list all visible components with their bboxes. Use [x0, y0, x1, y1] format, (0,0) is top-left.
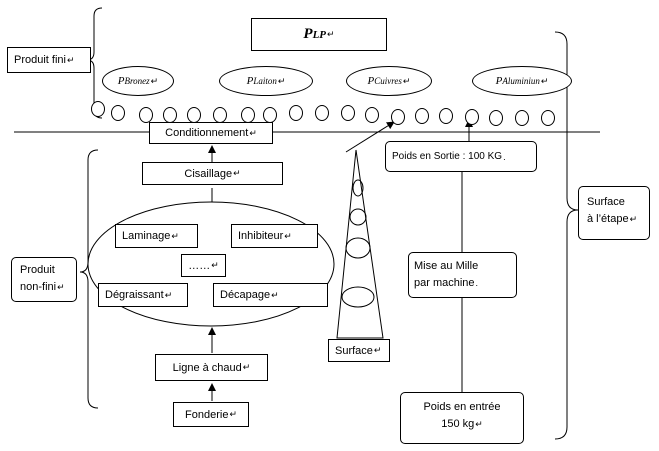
- degraissant-box: Dégraissant↵: [98, 283, 188, 307]
- process-group-ellipse: [87, 201, 335, 327]
- product-symbol: P: [246, 75, 254, 87]
- surface-cone: [336, 149, 384, 339]
- fonderie-box: Fonderie↵: [173, 402, 249, 427]
- product-symbol: P: [117, 75, 125, 87]
- flow-circle: [415, 108, 429, 124]
- produit-non-fini-label: Produit non-fini↵: [11, 257, 77, 302]
- cone-ring: [349, 208, 367, 226]
- flow-circle: [465, 109, 479, 125]
- flow-circle: [515, 110, 529, 126]
- cone-ring: [345, 237, 371, 259]
- mise-au-mille-box: Mise au Mille par machine.: [408, 252, 517, 298]
- product-subscript: Bronez: [124, 76, 150, 86]
- flow-circle: [139, 107, 153, 123]
- surface-etape-label: Surface à l’étape↵: [578, 186, 650, 240]
- title-symbol: P: [303, 26, 313, 42]
- produit-fini-label: Produit fini↵: [7, 47, 91, 73]
- flow-circle: [213, 107, 227, 123]
- conditionnement-box: Conditionnement↵: [149, 122, 273, 144]
- flow-circle: [315, 105, 329, 121]
- title-subscript: LP: [312, 28, 327, 41]
- flow-circle: [439, 108, 453, 124]
- cone-ring: [352, 179, 364, 197]
- flow-circle: [111, 105, 125, 121]
- flow-circle: [263, 107, 277, 123]
- flow-circle: [365, 107, 379, 123]
- product-subscript: Laiton: [253, 76, 277, 86]
- flow-circle: [187, 107, 201, 123]
- product-subscript: Cuivres: [374, 76, 402, 86]
- flow-circle: [241, 107, 255, 123]
- brace-produit-non-fini: [79, 149, 99, 409]
- flow-circle: [541, 110, 555, 126]
- flow-circle: [289, 105, 303, 121]
- product-symbol: P: [367, 75, 375, 87]
- decapage-box: Décapage↵: [213, 283, 328, 307]
- cisaillage-box: Cisaillage↵: [142, 162, 283, 185]
- ellipsis-box: ……↵: [181, 254, 226, 277]
- arrow-cone-cuivres: [345, 121, 395, 153]
- flow-circle: [489, 110, 503, 126]
- flow-circle: [163, 107, 177, 123]
- ligne-a-chaud-box: Ligne à chaud↵: [155, 354, 268, 381]
- poids-entree-box: Poids en entrée 150 kg↵: [400, 392, 524, 444]
- product-subscript: Aluminiun: [502, 76, 540, 86]
- laminage-box: Laminage↵: [115, 224, 198, 248]
- inhibiteur-box: Inhibiteur↵: [231, 224, 318, 248]
- flow-circle: [91, 101, 105, 117]
- poids-sortie-box: Poids en Sortie : 100 KG.: [385, 141, 537, 172]
- cone-ring: [341, 286, 375, 308]
- flow-circle: [341, 105, 355, 121]
- brace-surface-etape: [554, 31, 579, 440]
- product-symbol: P: [495, 75, 503, 87]
- surface-box: Surface↵: [328, 339, 390, 362]
- flow-circle: [391, 109, 405, 125]
